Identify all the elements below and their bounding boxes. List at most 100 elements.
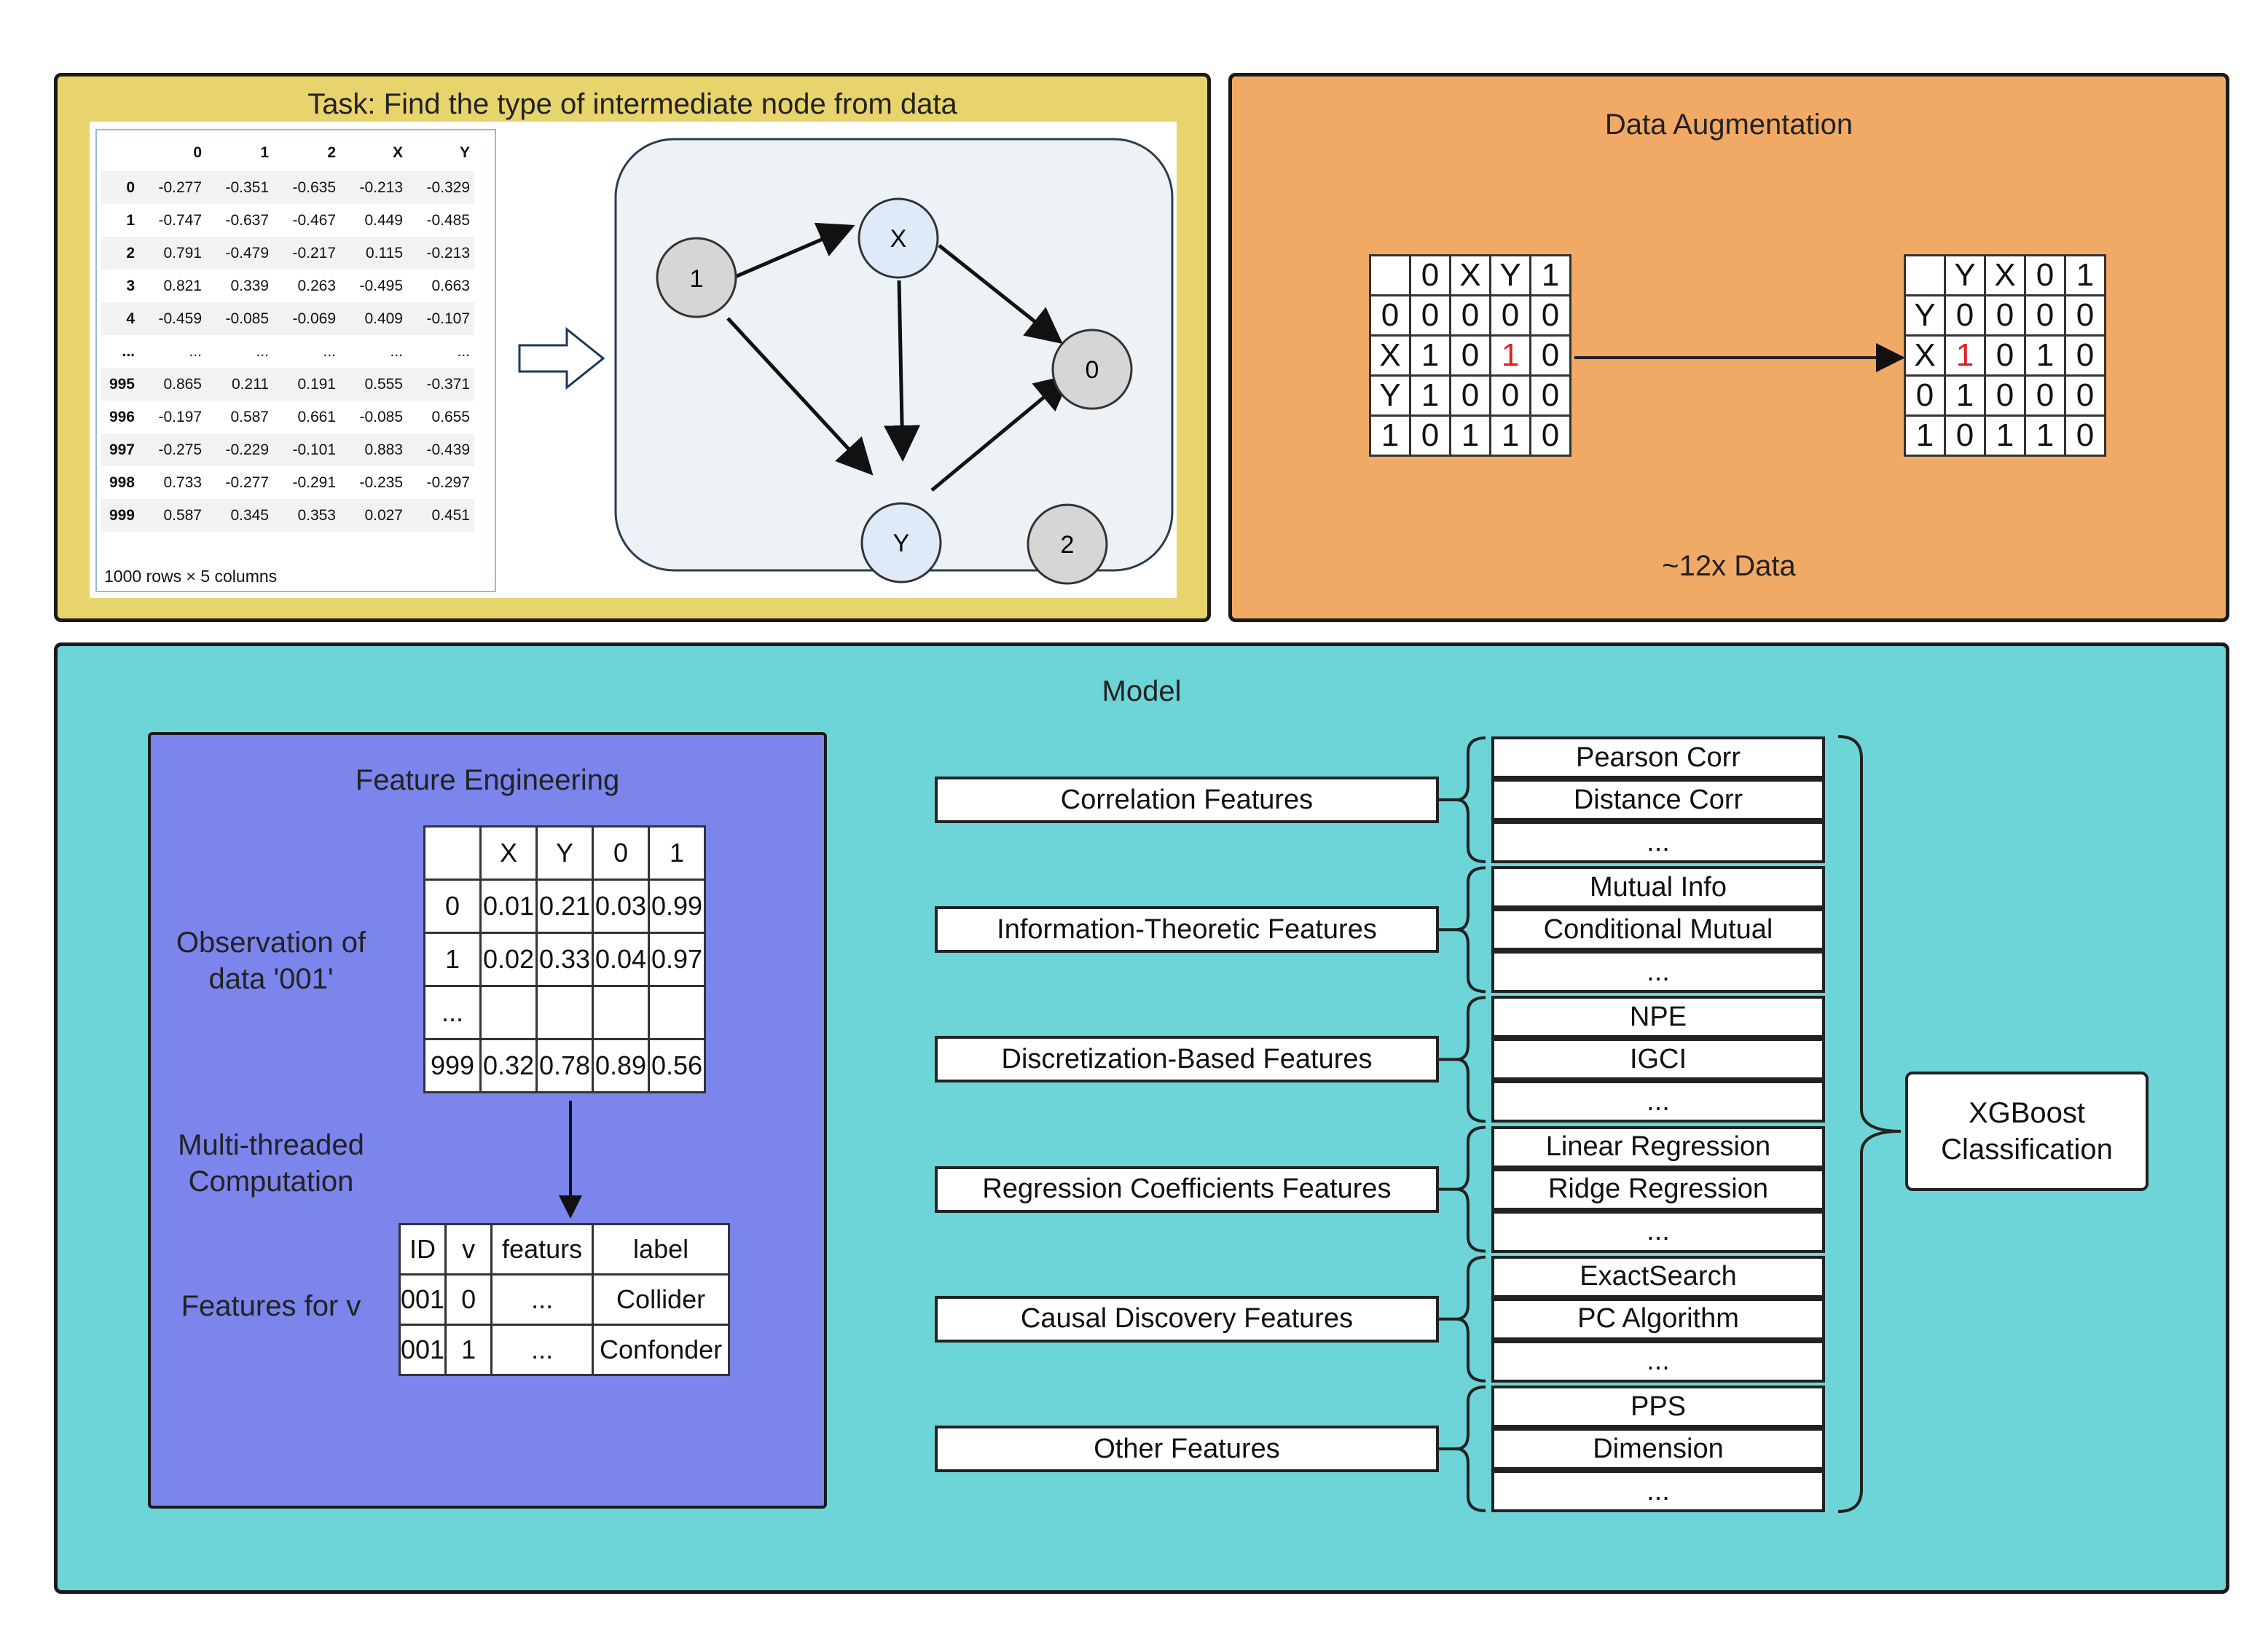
svg-text:2: 2 [1061,531,1075,559]
feature-output-cell: label [592,1223,731,1276]
feature-output-cell: 0 [444,1273,493,1326]
dataframe-cell: -0.085 [359,408,403,425]
feature-item: IGCI [1491,1038,1825,1081]
observation-cell: 0 [592,825,650,881]
edge-1-X [734,222,855,279]
matrix-cell: 0 [1529,334,1571,377]
dataframe-cell: -0.439 [426,441,470,458]
feature-item: ... [1491,821,1825,863]
feature-item-label: Pearson Corr [1576,742,1741,773]
feature-item: PPS [1491,1386,1825,1428]
dataframe-cell: 0.555 [364,375,403,393]
feature-item-label: Ridge Regression [1547,1174,1769,1205]
feature-group-label: Information-Theoretic Features [997,913,1377,945]
observation-cell [479,985,538,1040]
feature-group-5: Other Features [935,1426,1439,1472]
observation-cell: 0.33 [535,932,594,987]
feature-item-label: ... [1647,956,1670,987]
group-brace [1439,866,1486,994]
group-brace [1439,996,1486,1123]
matrix-cell: 1 [1529,254,1571,296]
feature-item: ... [1491,951,1825,994]
dataframe-cell: -0.459 [158,310,202,327]
graph-node-1: 1 [656,237,737,318]
graph-node-X: X [858,197,939,279]
feature-group-label: Correlation Features [1060,784,1314,815]
matrix-cell: 0 [1984,374,2026,417]
matrix-cell: 1 [1944,334,1986,377]
dataframe-index-cell: 2 [126,244,135,262]
observation-cell: 999 [423,1038,482,1093]
group-brace [1439,736,1486,863]
observation-cell: 0.56 [648,1038,706,1093]
dataframe-cell: -0.291 [292,473,336,491]
svg-text:0: 0 [1086,356,1099,384]
matrix-cell [1904,254,1946,296]
feature-item-label: Distance Corr [1573,784,1743,815]
matrix-cell: 0 [1369,294,1411,337]
matrix-cell: 0 [1529,414,1571,457]
matrix-cell: X [1369,334,1411,377]
feature-output-cell: ... [490,1273,595,1326]
matrix-cell: 0 [2064,414,2106,457]
dataframe-cell: 0.791 [163,244,202,262]
matrix-cell: X [1984,254,2026,296]
dataframe-index-cell: 3 [126,277,135,294]
feature-item: Pearson Corr [1491,736,1825,779]
dataframe-index-cell: 995 [109,375,135,393]
feature-item-label: ... [1647,1085,1670,1117]
observation-cell [423,825,482,881]
dataframe-cell: 0.821 [163,277,202,294]
observation-cell: 0.32 [479,1038,538,1093]
feature-item-label: Mutual Info [1590,871,1727,903]
graph-node-2: 2 [1027,503,1108,585]
feature-item: NPE [1491,996,1825,1039]
dataframe-index-cell: 998 [109,473,135,491]
observation-cell: 0.03 [592,879,650,934]
dataframe-index-cell: ... [122,342,135,360]
dataframe-index-cell: 0 [126,178,135,196]
dataframe-cell: -0.085 [225,310,269,327]
features-for-v-label: Features for v [181,1289,361,1322]
matrix-cell: 1 [1984,414,2026,457]
dataframe-cell: 0.339 [230,277,269,294]
observation-label: Observation of data '001' [176,927,366,995]
augmentation-footer: ~12x Data [1662,549,1796,582]
edge-Y-0 [930,374,1072,492]
dataframe-cell: 0.409 [364,310,403,327]
matrix-cell: Y [1489,254,1531,296]
matrix-cell: X [1904,334,1946,377]
dataframe-cell: -0.107 [426,310,470,327]
feature-output-cell: Confonder [592,1324,731,1376]
matrix-cell: 0 [1489,374,1531,417]
transform-arrow [518,326,605,390]
feature-group-0: Correlation Features [935,777,1439,823]
task-graph-svg: 1 X 0 Y 2 [518,138,1174,585]
matrix-cell: 1 [1489,334,1531,377]
matrix-cell: 0 [1944,414,1986,457]
feature-item: ... [1491,1210,1825,1253]
dataframe-cell: -0.275 [158,441,202,458]
matrix-cell: 0 [1449,294,1491,337]
multithread-label: Multi-threaded Computation [178,1129,364,1198]
dataframe-cell: 0.865 [163,375,202,393]
observation-cell: 0.21 [535,879,594,934]
matrix-cell: 0 [1409,254,1451,296]
dataframe-cell: ... [457,342,470,360]
feature-group-3: Regression Coefficients Features [935,1166,1439,1213]
observation-cell: ... [423,985,482,1040]
matrix-cell: 1 [1904,414,1946,457]
dataframe-cell: 0.027 [364,506,403,524]
